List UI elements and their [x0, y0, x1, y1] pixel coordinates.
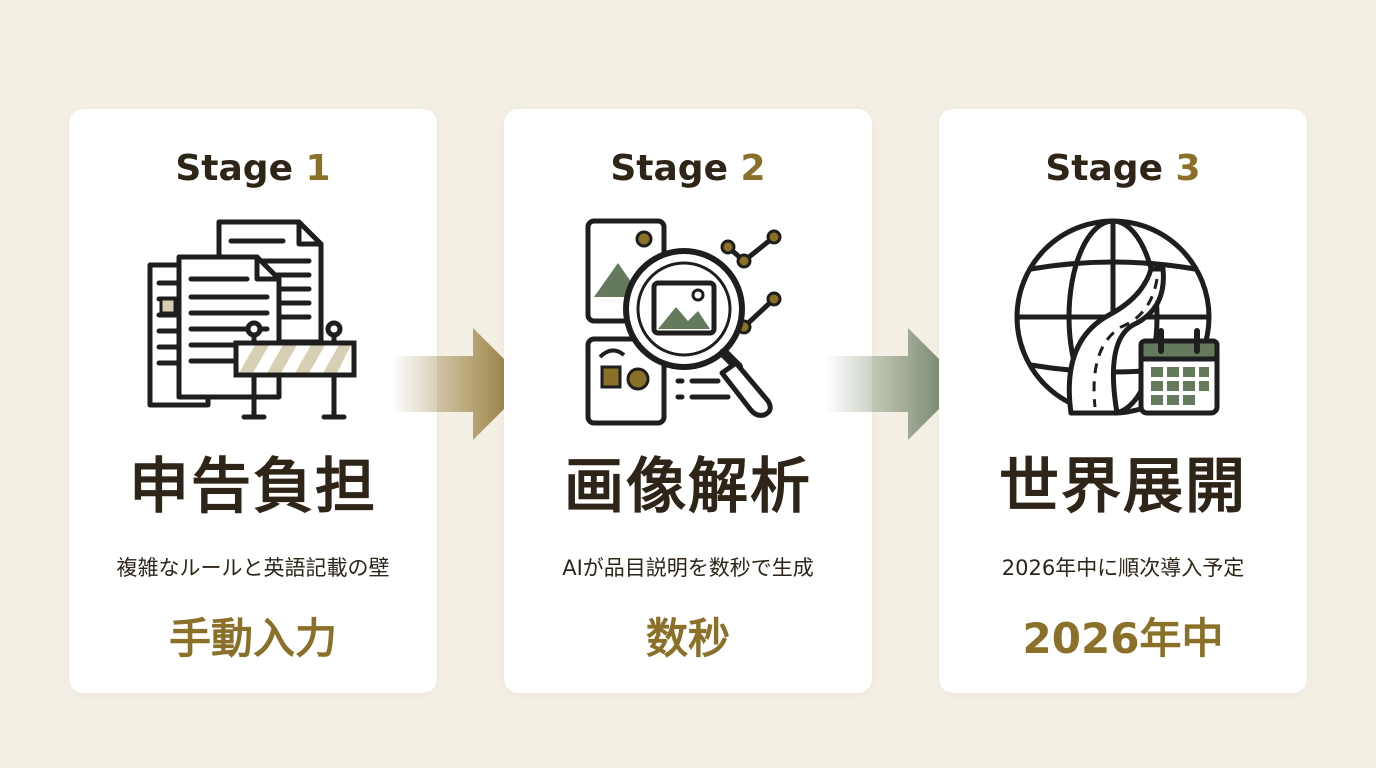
stage-card-1: Stage 1	[69, 109, 437, 693]
stage-description: 複雑なルールと英語記載の壁	[116, 556, 390, 580]
stage-card-2: Stage 2	[504, 109, 872, 693]
stage-number: 3	[1175, 148, 1201, 189]
stage-card-3: Stage 3	[939, 109, 1307, 693]
flow-arrow-icon	[391, 328, 529, 440]
stage-label: Stage	[610, 148, 728, 189]
image-analysis-icon	[585, 218, 782, 426]
stage-label: Stage	[175, 148, 293, 189]
stage-highlight: 手動入力	[168, 614, 337, 663]
stage-title: Stage 2	[504, 147, 872, 191]
stage-description: 2026年中に順次導入予定	[1001, 556, 1245, 580]
stage-heading: 世界展開	[999, 452, 1247, 522]
stage-heading: 申告負担	[129, 452, 377, 522]
stage-highlight: 2026年中	[1022, 614, 1224, 663]
stage-number: 2	[740, 148, 766, 189]
stage-label: Stage	[1045, 148, 1163, 189]
flow-arrow-icon	[826, 328, 964, 440]
globe-calendar-icon	[1014, 218, 1220, 416]
stage-description: AIが品目説明を数秒で生成	[562, 556, 814, 580]
stage-heading: 画像解析	[564, 452, 812, 522]
stage-title: Stage 3	[939, 147, 1307, 191]
stage-number: 1	[305, 148, 331, 189]
stage-title: Stage 1	[69, 147, 437, 191]
stage-highlight: 数秒	[645, 614, 730, 663]
documents-barrier-icon	[147, 219, 357, 420]
